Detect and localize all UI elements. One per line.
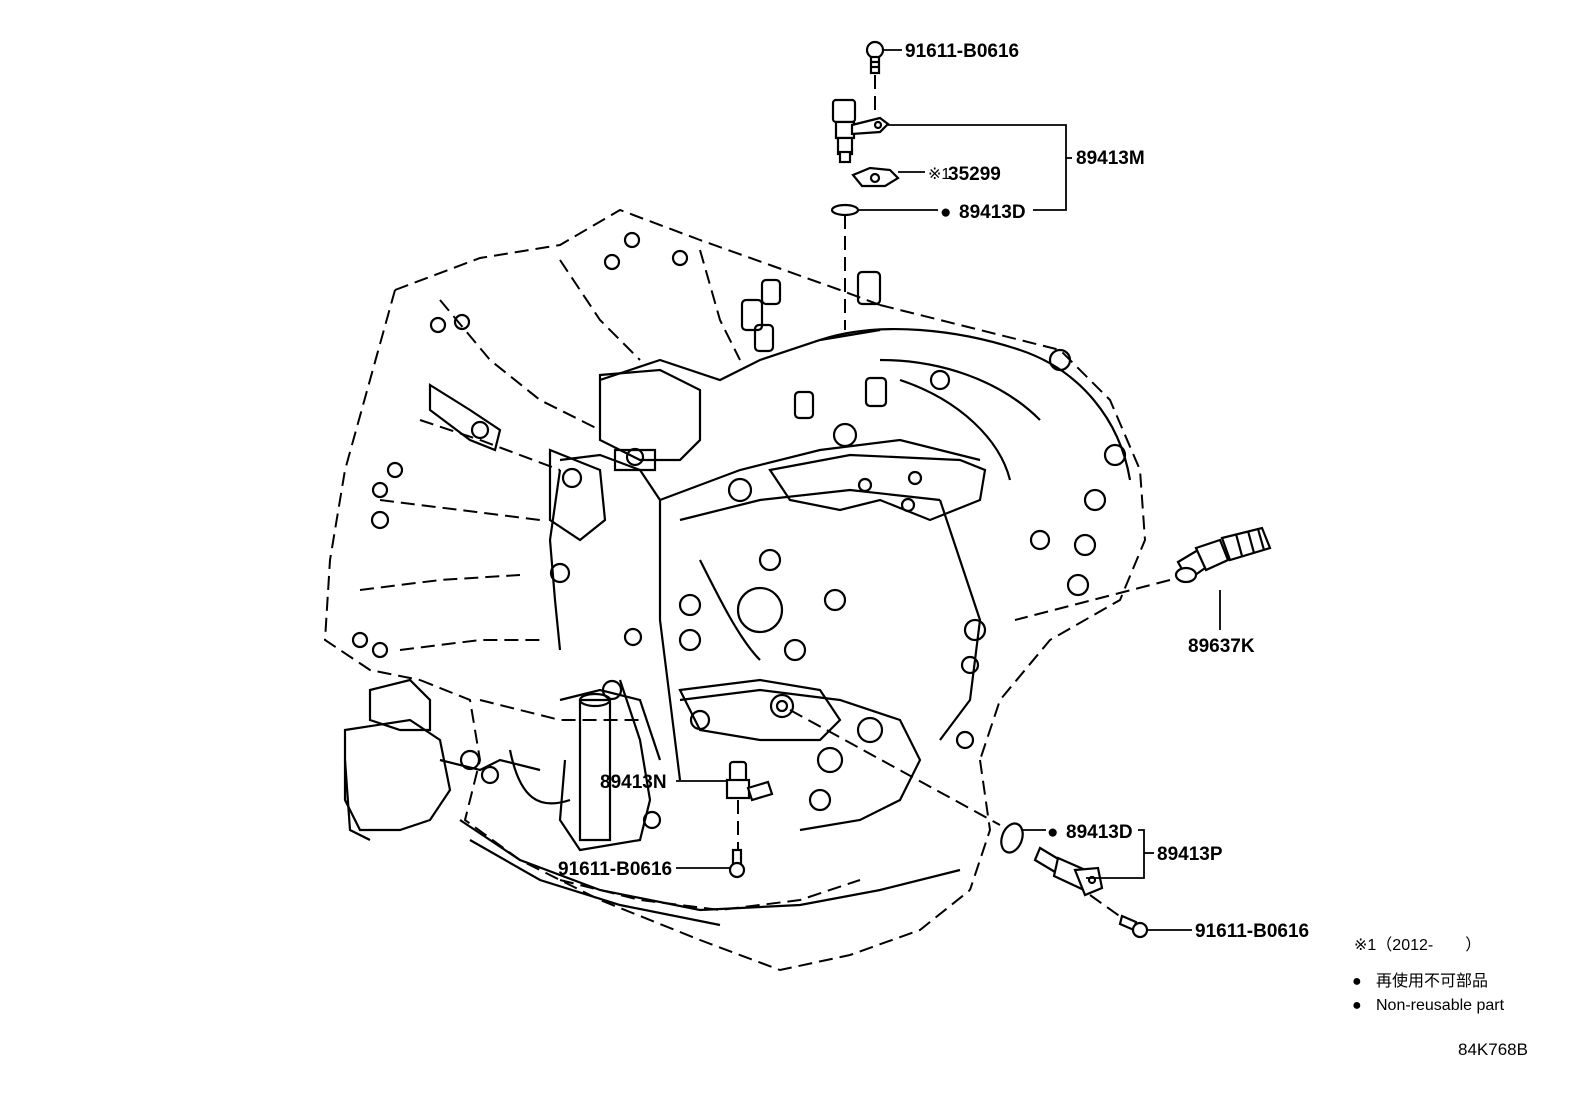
leader-lines — [676, 49, 1221, 931]
label-bolt-lower-right: 91611-B0616 — [1195, 921, 1309, 942]
bolt-top — [865, 40, 885, 75]
label-sensor-lower-assy: 89413P — [1157, 844, 1223, 865]
bolt-lower-right — [1118, 914, 1149, 939]
legend: ※1（2012- ） ● 再使用不可部品 ● Non-reusable part — [1352, 936, 1505, 1014]
installation-lines — [737, 75, 1171, 921]
label-note-mark: ※1 — [928, 166, 950, 183]
o-ring-top — [830, 203, 860, 217]
label-bolt-top: 91611-B0616 — [905, 41, 1019, 62]
label-sensor-lower-left: 89413N — [600, 772, 667, 793]
label-sensor-right: 89637K — [1188, 636, 1255, 657]
transaxle-housing — [323, 208, 1147, 972]
legend-note-1: ※1（2012- ） — [1354, 936, 1481, 954]
sensor-right — [1174, 526, 1272, 584]
bracket-top — [851, 166, 900, 188]
legend-non-reusable-jp: 再使用不可部品 — [1376, 972, 1488, 990]
speed-sensor-top — [831, 98, 890, 164]
label-o-ring-lower: 89413D — [1066, 822, 1133, 843]
label-sensor-top-assy: 89413M — [1076, 148, 1145, 169]
bullet-o-ring-top: ● — [940, 202, 951, 223]
diagram-code: 84K768B — [1458, 1040, 1528, 1059]
sensor-lower-left — [725, 760, 774, 802]
legend-bullet-en: ● — [1352, 997, 1362, 1014]
bolt-lower-left — [728, 848, 746, 879]
legend-non-reusable-en: Non-reusable part — [1376, 997, 1505, 1014]
legend-bullet-jp: ● — [1352, 973, 1362, 990]
o-ring-lower — [1000, 822, 1024, 854]
label-bracket-top: 35299 — [948, 164, 1001, 185]
sensor-lower-right — [1033, 846, 1104, 897]
label-o-ring-top: 89413D — [959, 202, 1026, 223]
bullet-o-ring-lower: ● — [1047, 822, 1058, 843]
label-bolt-lower-left: 91611-B0616 — [558, 859, 672, 880]
